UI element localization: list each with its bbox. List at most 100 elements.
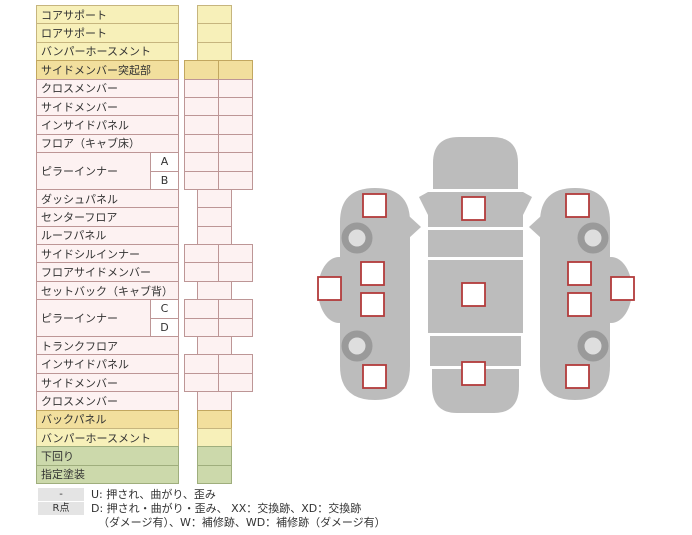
right-mirror-icon: [523, 192, 532, 215]
checkpoint-square[interactable]: [360, 292, 385, 317]
damage-cell[interactable]: [184, 60, 219, 80]
damage-cell[interactable]: [197, 336, 232, 356]
damage-cell[interactable]: [184, 115, 219, 135]
right-mirror-icon: [529, 216, 541, 238]
damage-cell[interactable]: [197, 207, 232, 227]
checkpoint-square[interactable]: [461, 361, 486, 386]
damage-cell[interactable]: [218, 96, 253, 117]
damage-cell-row: [184, 96, 253, 117]
wheel-icon: [577, 222, 609, 254]
checkpoint-square[interactable]: [567, 292, 592, 317]
part-label: サイドメンバー突起部: [36, 60, 179, 80]
damage-cell[interactable]: [218, 133, 253, 154]
damage-cell[interactable]: [197, 428, 232, 448]
damage-cell[interactable]: [197, 391, 232, 411]
damage-cell[interactable]: [218, 78, 253, 98]
legend-key: -: [38, 488, 84, 501]
damage-cell[interactable]: [197, 280, 232, 301]
damage-cell[interactable]: [218, 244, 253, 264]
checkpoint-square[interactable]: [360, 261, 385, 286]
part-label: サイドシルインナー: [36, 244, 179, 264]
damage-cell[interactable]: [197, 409, 232, 430]
damage-cell[interactable]: [218, 170, 253, 190]
damage-cell[interactable]: [218, 152, 253, 172]
part-label: セットバック（キャブ背）: [36, 280, 179, 301]
part-row: インサイドパネル: [36, 115, 253, 135]
damage-cell-row: [184, 428, 232, 448]
checkpoint-square[interactable]: [565, 193, 590, 218]
part-label: ルーフパネル: [36, 225, 179, 246]
damage-cell[interactable]: [218, 299, 253, 319]
damage-cell[interactable]: [184, 317, 219, 338]
damage-cell-row: [184, 225, 232, 246]
damage-cell[interactable]: [184, 170, 219, 190]
damage-cell-row: [184, 409, 232, 430]
part-label: フロア（キャブ床）: [36, 133, 179, 154]
damage-cell[interactable]: [184, 372, 219, 393]
damage-cell[interactable]: [218, 372, 253, 393]
damage-cell[interactable]: [197, 446, 232, 466]
part-row: サイドメンバー突起部: [36, 60, 253, 80]
damage-cell[interactable]: [218, 60, 253, 80]
damage-cell[interactable]: [184, 133, 219, 154]
part-label: インサイドパネル: [36, 115, 179, 135]
damage-cell-row: [184, 188, 232, 209]
part-label: バンパーホースメント: [36, 428, 179, 448]
damage-cell[interactable]: [218, 317, 253, 338]
checkpoint-square[interactable]: [362, 364, 387, 389]
checkpoint-square[interactable]: [610, 276, 635, 301]
part-row: コアサポート: [36, 5, 253, 25]
checkpoint-square[interactable]: [567, 261, 592, 286]
legend-key: R点: [38, 502, 84, 515]
damage-cell[interactable]: [184, 244, 219, 264]
legend-text: U: 押され、曲がり、歪み: [91, 488, 216, 501]
legend-text: D: 押され・曲がり・歪み、 XX：交換跡、XD：交換跡: [91, 502, 362, 515]
car-diagram: [317, 137, 635, 413]
checkpoint-square[interactable]: [461, 282, 486, 307]
legend: - U: 押され、曲がり、歪み R点 D: 押され・曲がり・歪み、 XX：交換跡…: [38, 488, 386, 530]
damage-cell-row: [184, 78, 253, 98]
damage-cell[interactable]: [218, 262, 253, 282]
damage-cell-row: [184, 391, 232, 411]
hood-section: [433, 137, 518, 189]
damage-cell-row: [184, 280, 232, 301]
legend-row-continuation: （ダメージ有）、W：補修跡、WD：補修跡（ダメージ有）: [38, 516, 386, 529]
damage-cell-row: [184, 262, 253, 282]
damage-cell-row: [184, 336, 232, 356]
damage-cell[interactable]: [197, 464, 232, 485]
part-sublabel: C: [150, 299, 179, 319]
part-row: ダッシュパネル: [36, 188, 253, 209]
part-row: バンパーホースメント: [36, 428, 253, 448]
damage-cell[interactable]: [184, 78, 219, 98]
part-row: フロア（キャブ床）: [36, 133, 253, 154]
damage-cell[interactable]: [184, 96, 219, 117]
part-label: クロスメンバー: [36, 391, 179, 411]
part-row: バックパネル: [36, 409, 253, 430]
checkpoint-square[interactable]: [461, 196, 486, 221]
part-row: バンパーホースメント: [36, 41, 253, 62]
part-row: クロスメンバー: [36, 78, 253, 98]
checkpoint-square[interactable]: [317, 276, 342, 301]
damage-cell-row: [184, 41, 232, 62]
damage-cell-row: [184, 244, 253, 264]
damage-cell[interactable]: [184, 262, 219, 282]
damage-cell-row: [184, 446, 232, 466]
damage-cell[interactable]: [184, 299, 219, 319]
damage-cell[interactable]: [197, 23, 232, 43]
damage-cell[interactable]: [184, 152, 219, 172]
damage-cell[interactable]: [218, 354, 253, 374]
damage-cell[interactable]: [197, 5, 232, 25]
rear-window-section: [430, 336, 521, 366]
damage-cell[interactable]: [184, 354, 219, 374]
part-sublabel: D: [150, 317, 179, 338]
damage-cell-column: [184, 152, 253, 190]
part-sublabel: B: [150, 170, 179, 190]
damage-cell-row: [184, 115, 253, 135]
checkpoint-square[interactable]: [565, 364, 590, 389]
checkpoint-square[interactable]: [362, 193, 387, 218]
damage-cell[interactable]: [218, 115, 253, 135]
damage-cell[interactable]: [197, 188, 232, 209]
part-row: インサイドパネル: [36, 354, 253, 374]
damage-cell[interactable]: [197, 41, 232, 62]
damage-cell[interactable]: [197, 225, 232, 246]
